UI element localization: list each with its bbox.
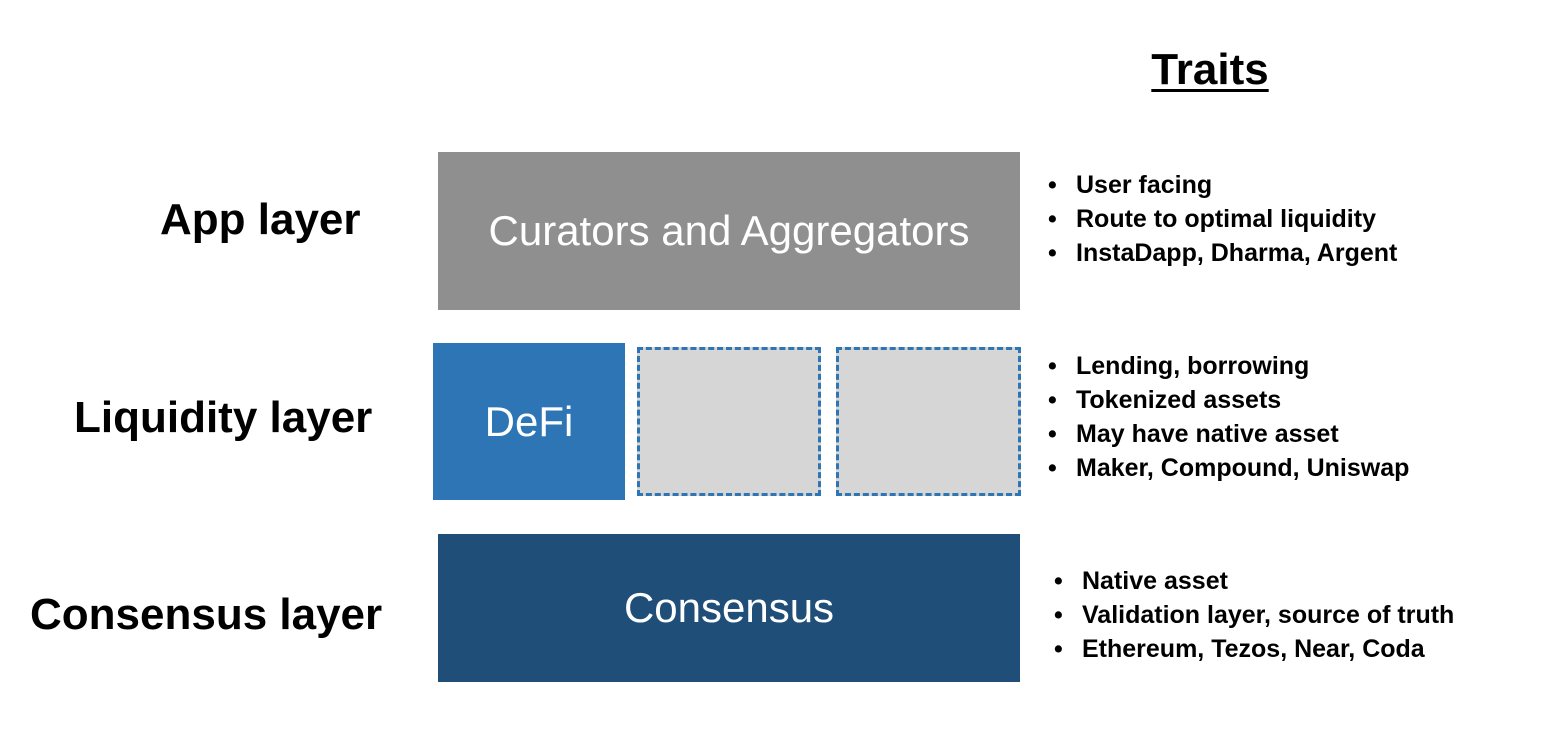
defi-block: DeFi xyxy=(433,343,625,500)
trait-text: Native asset xyxy=(1082,567,1228,595)
liquidity-placeholder-block xyxy=(836,347,1021,496)
trait-item: • Tokenized assets xyxy=(1046,383,1409,417)
app-layer-block-text: Curators and Aggregators xyxy=(488,207,970,254)
trait-text: Tokenized assets xyxy=(1076,386,1282,414)
traits-heading: Traits xyxy=(1151,45,1269,94)
trait-text: Lending, borrowing xyxy=(1076,352,1310,380)
bullet-icon: • xyxy=(1048,239,1057,267)
trait-text: Ethereum, Tezos, Near, Coda xyxy=(1082,635,1425,663)
trait-item: • Route to optimal liquidity xyxy=(1046,202,1397,236)
trait-text: Maker, Compound, Uniswap xyxy=(1076,454,1410,482)
bullet-icon: • xyxy=(1048,386,1057,414)
bullet-icon: • xyxy=(1048,352,1057,380)
liquidity-layer-traits-list: • Lending, borrowing • Tokenized assets • M… xyxy=(1046,349,1409,485)
app-layer-label: App layer xyxy=(160,195,361,244)
trait-text: Route to optimal liquidity xyxy=(1076,205,1376,233)
trait-text: Validation layer, source of truth xyxy=(1082,601,1455,629)
trait-item: • May have native asset xyxy=(1046,417,1409,451)
trait-item: • User facing xyxy=(1046,168,1397,202)
trait-item: • InstaDapp, Dharma, Argent xyxy=(1046,236,1397,270)
trait-text: InstaDapp, Dharma, Argent xyxy=(1076,239,1398,267)
trait-item: • Native asset xyxy=(1052,564,1454,598)
liquidity-placeholder-block xyxy=(637,347,821,496)
bullet-icon: • xyxy=(1054,635,1063,663)
consensus-layer-label: Consensus layer xyxy=(30,590,383,639)
bullet-icon: • xyxy=(1048,205,1057,233)
consensus-layer-traits-list: • Native asset • Validation layer, source … xyxy=(1052,564,1454,666)
consensus-block-text: Consensus xyxy=(623,584,835,631)
trait-item: • Ethereum, Tezos, Near, Coda xyxy=(1052,632,1454,666)
trait-item: • Lending, borrowing xyxy=(1046,349,1409,383)
trait-item: • Maker, Compound, Uniswap xyxy=(1046,451,1409,485)
bullet-icon: • xyxy=(1048,420,1057,448)
trait-text: User facing xyxy=(1076,171,1213,199)
trait-item: • Validation layer, source of truth xyxy=(1052,598,1454,632)
defi-block-text: DeFi xyxy=(484,397,574,445)
bullet-icon: • xyxy=(1048,454,1057,482)
bullet-icon: • xyxy=(1054,567,1063,595)
liquidity-layer-label: Liquidity layer xyxy=(74,393,373,442)
bullet-icon: • xyxy=(1054,601,1063,629)
app-layer-traits-list: • User facing • Route to optimal liquidity… xyxy=(1046,168,1397,270)
consensus-block: Consensus xyxy=(438,534,1020,682)
trait-text: May have native asset xyxy=(1076,420,1339,448)
app-layer-block: Curators and Aggregators xyxy=(438,152,1020,310)
bullet-icon: • xyxy=(1048,171,1057,199)
